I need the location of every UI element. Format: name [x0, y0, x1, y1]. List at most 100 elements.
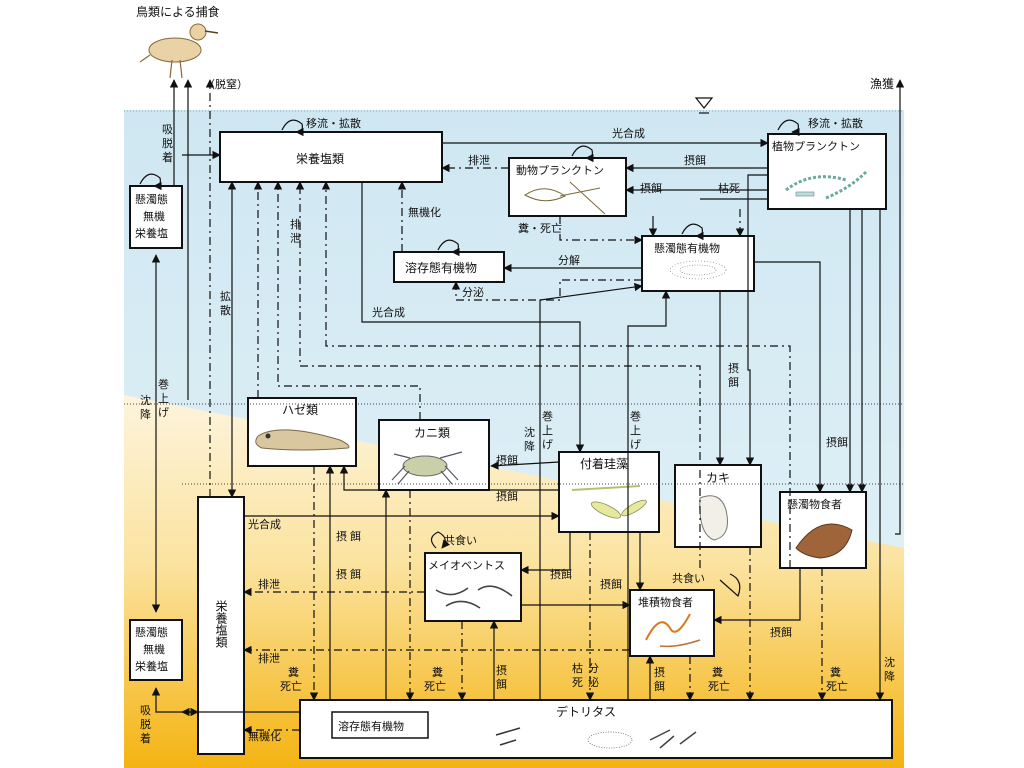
flow-grazing-dep: 摂餌: [600, 577, 622, 591]
flow-excretion-low1: 排泄: [258, 577, 280, 591]
svg-text:糞: 糞: [432, 665, 443, 679]
svg-text:栄養塩: 栄養塩: [135, 226, 168, 240]
svg-text:泄: 泄: [290, 232, 301, 245]
flow-feces-death: 糞・死亡: [518, 221, 562, 235]
svg-text:分: 分: [588, 662, 599, 675]
svg-text:脱: 脱: [162, 136, 173, 150]
label-deposit-feeder: 堆積物食者: [638, 595, 693, 609]
svg-text:沈: 沈: [884, 655, 895, 669]
label-crab: カニ類: [414, 426, 450, 440]
svg-text:沈: 沈: [140, 393, 151, 407]
flow-feces-death-4: 糞死亡: [826, 665, 848, 693]
label-attached-algae: 付着珪藻: [580, 456, 628, 471]
svg-text:降: 降: [524, 439, 535, 453]
svg-text:巻: 巻: [158, 378, 169, 391]
svg-text:排: 排: [290, 217, 301, 231]
label-meiobenthos: メイオベントス: [428, 559, 505, 572]
flow-grazing-bottom: 摂餌: [496, 663, 507, 691]
svg-text:散: 散: [220, 303, 231, 317]
label-dissolved-organic-sediment: 溶存態有機物: [338, 719, 404, 733]
svg-text:摂: 摂: [336, 529, 347, 543]
label-nutrients-water: 栄養塩類: [296, 151, 344, 166]
flow-rollup-mid: 巻上げ: [542, 410, 553, 451]
flow-adsorption-low: 吸脱着: [140, 704, 151, 745]
fishery-label: 漁獲: [870, 77, 894, 91]
svg-text:糞: 糞: [712, 665, 723, 679]
svg-text:上: 上: [630, 424, 641, 437]
flow-excretion-vertical: 排泄: [290, 217, 301, 245]
svg-text:死亡: 死亡: [424, 679, 446, 693]
flow-rollup-left: 巻上げ: [158, 378, 169, 419]
box-dissolved-organic-water: [393, 251, 505, 283]
worm-icon: [645, 613, 701, 648]
flow-adsorption: 吸脱着: [162, 123, 173, 164]
label-suspended-inorganic-lower: 懸濁態 無機 栄養塩: [135, 625, 168, 673]
label-suspended-inorganic-upper: 懸濁態 無機 栄養塩: [135, 192, 168, 240]
svg-text:巻: 巻: [542, 410, 553, 423]
label-goby: ハゼ類: [282, 403, 318, 417]
flow-decomposition: 分解: [558, 253, 580, 267]
flow-settle-mid: 沈降: [524, 425, 535, 453]
crab-icon: [391, 451, 463, 485]
flow-grazing-right: 摂餌: [826, 435, 848, 449]
box-suspended-inorganic-upper: [129, 185, 183, 249]
svg-text:無機: 無機: [143, 209, 165, 223]
label-nutrients-sediment: 栄養塩類: [214, 600, 228, 649]
suspended-particles-icon: [669, 260, 727, 280]
svg-text:上: 上: [542, 424, 553, 437]
svg-text:拡: 拡: [220, 289, 231, 303]
flow-grazing-meio: 摂餌: [550, 567, 572, 581]
flow-arrows-solid: [151, 79, 905, 717]
flow-feces-death-2: 糞死亡: [424, 665, 446, 693]
oyster-icon: [699, 495, 728, 541]
flow-grazing-susp: 摂餌: [640, 181, 662, 195]
svg-text:沈: 沈: [524, 425, 535, 439]
advection-icon-right: [777, 119, 800, 137]
flow-inorganization: 無機化: [408, 205, 441, 219]
flow-advection-right: 移流・拡散: [808, 116, 863, 130]
flow-grazing-dep-right: 摂餌: [770, 625, 792, 639]
flow-grazing-crab1: 摂餌: [496, 453, 518, 467]
advection-icon-doc: [437, 239, 460, 257]
clam-icon: [795, 523, 853, 559]
flow-grazing-crab2: 摂餌: [496, 489, 518, 503]
phytoplankton-icon: [785, 170, 868, 200]
flow-labels: 移流・拡散 移流・拡散 光合成 排泄 摂餌 摂餌 枯死 糞・死亡 無機化 分解 …: [248, 116, 863, 743]
box-dissolved-organic-sediment: [331, 711, 429, 739]
svg-text:餌: 餌: [728, 375, 739, 389]
vertical-flow-labels: 吸脱着 拡散 排泄 沈降 巻上げ 沈降 巻上げ 巻上げ 摂餌 摂餌 摂餌 糞死亡…: [140, 123, 895, 745]
svg-text:着: 着: [140, 731, 151, 745]
bird-icon: [139, 23, 219, 79]
svg-text:吸: 吸: [140, 704, 151, 717]
label-zooplankton: 動物プランクトン: [516, 163, 604, 177]
svg-text:懸濁態: 懸濁態: [135, 625, 168, 639]
svg-text:栄養塩: 栄養塩: [135, 659, 168, 673]
svg-text:巻: 巻: [630, 410, 641, 423]
water-level-icon: [694, 97, 714, 109]
flow-photosynthesis-mid: 光合成: [372, 305, 405, 319]
svg-text:糞: 糞: [288, 665, 299, 679]
svg-text:枯: 枯: [572, 661, 583, 675]
svg-text:げ: げ: [542, 438, 553, 451]
detritus-particles-icon: [495, 727, 697, 749]
flow-withering: 枯死: [718, 181, 740, 195]
bird-caption: 鳥類による捕食: [136, 4, 220, 19]
flow-excretion-low2: 排泄: [258, 651, 280, 665]
box-nutrients-water: [219, 131, 443, 183]
flow-cannibal-meio: 共食い: [444, 533, 477, 547]
label-phytoplankton: 植物プランクトン: [772, 139, 860, 153]
svg-text:餌: 餌: [496, 677, 507, 691]
svg-text:吸: 吸: [162, 123, 173, 136]
flow-settle-right: 沈降: [884, 655, 895, 683]
svg-text:げ: げ: [158, 406, 169, 419]
flow-secretion: 分泌: [462, 286, 484, 299]
svg-text:摂: 摂: [496, 663, 507, 677]
svg-text:死亡: 死亡: [280, 679, 302, 693]
denitrification-label: （脱窒）: [204, 77, 248, 91]
flow-advection-left: 移流・拡散: [306, 116, 361, 130]
svg-text:糞: 糞: [830, 665, 841, 679]
flow-grazing-phyto: 摂餌: [684, 153, 706, 167]
goby-icon: [255, 429, 350, 451]
svg-text:餌: 餌: [350, 529, 361, 543]
